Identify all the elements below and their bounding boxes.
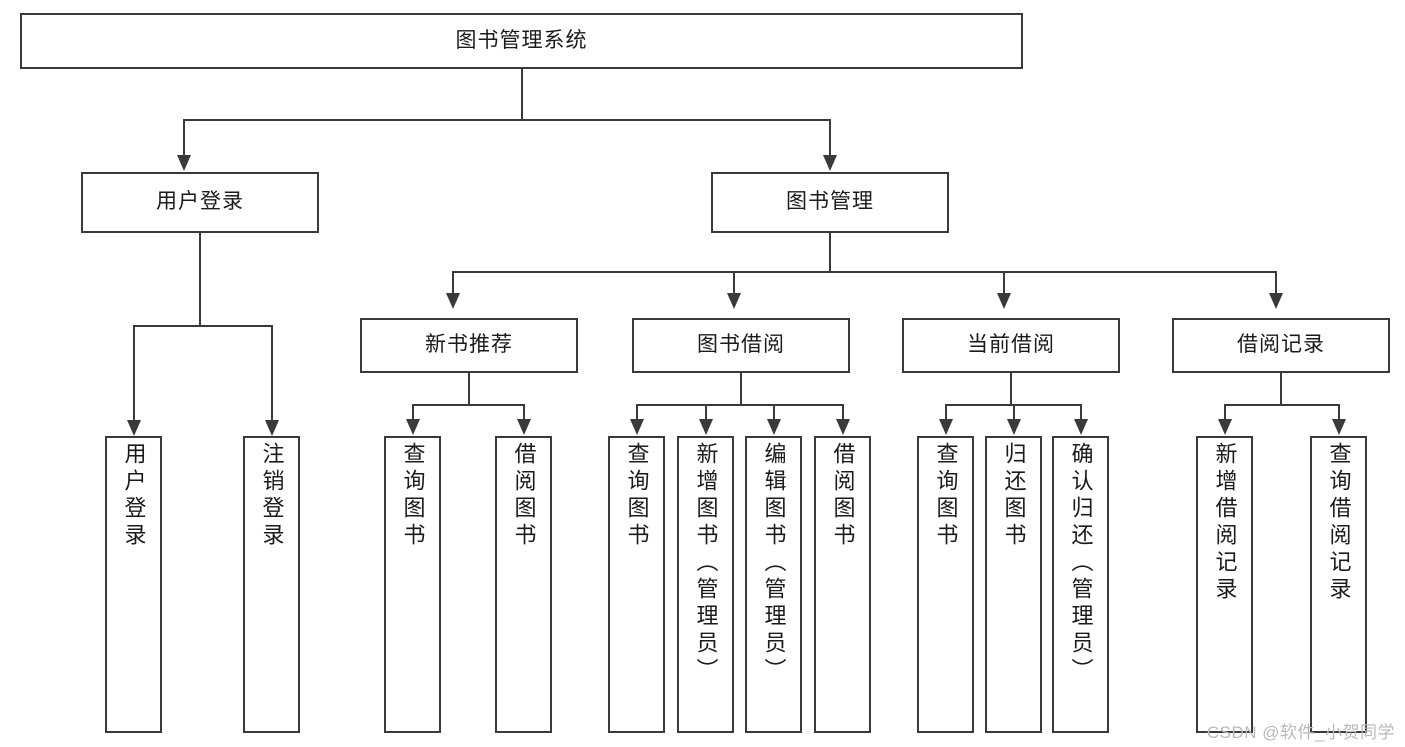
arrowhead-userlogin-1 xyxy=(127,420,141,436)
arrowhead-root-2 xyxy=(823,155,837,171)
arrowhead-currentborrow-2 xyxy=(1007,419,1021,435)
node-label: 确认归还（管理员） xyxy=(1068,442,1094,685)
node-book-manage[interactable]: 图书管理 xyxy=(711,172,949,233)
leaf-user-login[interactable]: 用户登录 xyxy=(105,436,162,733)
connector-currentborrow-drop-2 xyxy=(1013,404,1015,420)
connector-root-bar xyxy=(183,119,831,121)
arrowhead-bookmanage-2 xyxy=(727,293,741,309)
connector-bookmanage-drop-4 xyxy=(1275,271,1277,294)
leaf-confirm-return[interactable]: 确认归还（管理员） xyxy=(1052,436,1109,733)
csdn-watermark: CSDN @软件_小贺同学 xyxy=(1206,723,1395,742)
node-label: 新增图书（管理员） xyxy=(693,442,719,685)
node-label: 归还图书 xyxy=(1001,442,1027,550)
connector-currentborrow-drop-1 xyxy=(945,404,947,420)
node-label: 用户登录 xyxy=(156,190,244,214)
connector-userlogin-stem xyxy=(199,233,201,326)
connector-borrowrecord-drop-2 xyxy=(1338,404,1340,420)
arrowhead-borrowrecord-2 xyxy=(1332,419,1346,435)
node-label: 编辑图书（管理员） xyxy=(761,442,787,685)
leaf-query-book-1[interactable]: 查询图书 xyxy=(384,436,441,733)
node-book-borrow[interactable]: 图书借阅 xyxy=(632,318,850,373)
leaf-user-logout[interactable]: 注销登录 xyxy=(243,436,300,733)
connector-bookmanage-drop-1 xyxy=(452,271,454,294)
node-label: 借阅图书 xyxy=(511,442,537,550)
connector-root-drop-1 xyxy=(183,119,185,156)
leaf-add-record[interactable]: 新增借阅记录 xyxy=(1196,436,1253,733)
connector-borrowrecord-bar xyxy=(1224,404,1340,406)
arrowhead-bookmanage-1 xyxy=(446,293,460,309)
connector-currentborrow-stem xyxy=(1010,373,1012,405)
node-new-book-recommend[interactable]: 新书推荐 xyxy=(360,318,578,373)
leaf-borrow-book-1[interactable]: 借阅图书 xyxy=(495,436,552,733)
arrowhead-userlogin-2 xyxy=(265,420,279,436)
leaf-query-record[interactable]: 查询借阅记录 xyxy=(1310,436,1367,733)
connector-newbook-drop-1 xyxy=(412,404,414,420)
connector-newbook-drop-2 xyxy=(523,404,525,420)
arrowhead-currentborrow-3 xyxy=(1074,419,1088,435)
arrowhead-bookborrow-3 xyxy=(767,419,781,435)
node-current-borrow[interactable]: 当前借阅 xyxy=(902,318,1120,373)
leaf-return-book[interactable]: 归还图书 xyxy=(985,436,1042,733)
arrowhead-bookmanage-4 xyxy=(1269,293,1283,309)
connector-bookborrow-drop-4 xyxy=(842,404,844,420)
arrowhead-root-1 xyxy=(177,155,191,171)
arrowhead-currentborrow-1 xyxy=(939,419,953,435)
node-label: 图书借阅 xyxy=(697,333,785,357)
connector-bookborrow-bar xyxy=(636,404,844,406)
connector-newbook-bar xyxy=(412,404,525,406)
arrowhead-bookborrow-1 xyxy=(630,419,644,435)
node-root-system[interactable]: 图书管理系统 xyxy=(20,13,1023,69)
node-label: 查询借阅记录 xyxy=(1326,442,1352,604)
connector-bookmanage-drop-2 xyxy=(733,271,735,294)
connector-root-drop-2 xyxy=(829,119,831,156)
connector-borrowrecord-drop-1 xyxy=(1224,404,1226,420)
connector-bookborrow-drop-2 xyxy=(705,404,707,420)
node-label: 借阅记录 xyxy=(1237,333,1325,357)
leaf-query-book-2[interactable]: 查询图书 xyxy=(608,436,665,733)
connector-root-stem xyxy=(521,69,523,120)
node-label: 注销登录 xyxy=(259,442,285,550)
leaf-edit-book[interactable]: 编辑图书（管理员） xyxy=(745,436,802,733)
arrowhead-bookborrow-4 xyxy=(836,419,850,435)
connector-newbook-stem xyxy=(468,373,470,405)
connector-bookmanage-bar xyxy=(452,271,1277,273)
node-label: 新增借阅记录 xyxy=(1212,442,1238,604)
connector-borrowrecord-stem xyxy=(1280,373,1282,405)
connector-currentborrow-drop-3 xyxy=(1080,404,1082,420)
connector-bookborrow-stem xyxy=(740,373,742,405)
node-label: 当前借阅 xyxy=(967,333,1055,357)
arrowhead-newbook-2 xyxy=(517,419,531,435)
connector-userlogin-drop-1 xyxy=(133,325,135,421)
connector-userlogin-bar xyxy=(133,325,272,327)
connector-userlogin-drop-2 xyxy=(271,325,273,421)
leaf-query-book-3[interactable]: 查询图书 xyxy=(917,436,974,733)
connector-bookmanage-stem xyxy=(829,233,831,272)
node-label: 图书管理 xyxy=(786,190,874,214)
arrowhead-bookmanage-3 xyxy=(997,293,1011,309)
node-label: 查询图书 xyxy=(624,442,650,550)
arrowhead-borrowrecord-1 xyxy=(1218,419,1232,435)
leaf-borrow-book-2[interactable]: 借阅图书 xyxy=(814,436,871,733)
node-label: 查询图书 xyxy=(933,442,959,550)
node-label: 新书推荐 xyxy=(425,333,513,357)
arrowhead-bookborrow-2 xyxy=(699,419,713,435)
node-label: 借阅图书 xyxy=(830,442,856,550)
node-label: 图书管理系统 xyxy=(455,28,588,52)
leaf-add-book[interactable]: 新增图书（管理员） xyxy=(677,436,734,733)
node-label: 用户登录 xyxy=(121,442,147,550)
arrowhead-newbook-1 xyxy=(406,419,420,435)
connector-bookborrow-drop-1 xyxy=(636,404,638,420)
node-label: 查询图书 xyxy=(400,442,426,550)
node-borrow-record[interactable]: 借阅记录 xyxy=(1172,318,1390,373)
node-user-login[interactable]: 用户登录 xyxy=(81,172,319,233)
connector-bookmanage-drop-3 xyxy=(1003,271,1005,294)
connector-bookborrow-drop-3 xyxy=(773,404,775,420)
